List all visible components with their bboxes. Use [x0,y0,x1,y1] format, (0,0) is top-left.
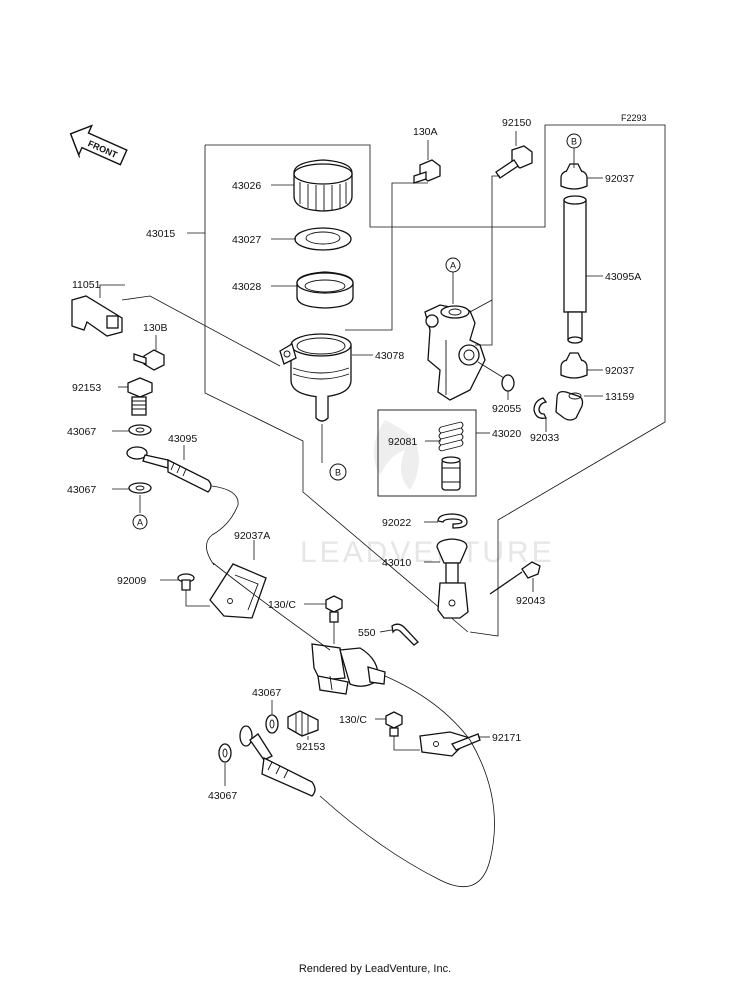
label-130A: 130A [413,126,438,138]
ref-marker-b-top: B [566,133,582,149]
part-92043-pin [489,561,541,595]
part-lower-junction [311,643,386,695]
label-43095A: 43095A [605,271,641,283]
ref-marker-a-left-label: A [137,518,143,528]
label-43027: 43027 [232,234,261,246]
ref-marker-b-bottom: B [329,463,347,481]
leader-lines [99,131,603,786]
label-92153-lower: 92153 [296,741,325,753]
part-43095-hose-upper [126,446,239,566]
part-13159-elbow [555,390,584,421]
ref-marker-b-top-label: B [571,137,577,147]
label-43015: 43015 [146,228,175,240]
label-43026: 43026 [232,180,261,192]
diagram-code: F2293 [621,113,647,123]
part-92153-bolt-upper [127,377,153,416]
part-92009-screw [177,573,195,591]
label-92055: 92055 [492,403,521,415]
front-arrow-icon: FRONT [69,124,128,166]
label-43067-1: 43067 [67,426,96,438]
label-43078: 43078 [375,350,404,362]
part-labels: 130A 92150 43026 43015 43027 43028 11051… [67,117,641,802]
part-130A-bolt [413,159,441,184]
label-11051: 11051 [72,279,101,291]
part-92081-spring [438,421,464,452]
label-130B: 130B [143,322,168,334]
part-43067-washer-2 [128,482,152,494]
watermark: LEADVENTURE [300,420,555,569]
label-13159: 13159 [605,391,634,403]
part-92037-clamp-bottom [560,352,588,379]
part-92033-circlip [533,397,548,419]
label-92033: 92033 [530,432,559,444]
label-130C-2: 130/C [339,714,367,726]
part-92022-circlip [437,513,468,529]
part-92171-bracket [419,731,481,757]
ref-marker-a-left: A [132,514,148,530]
label-92037-top: 92037 [605,173,634,185]
label-43067-3: 43067 [252,687,281,699]
part-92055-oring [501,374,515,392]
label-92037A: 92037A [234,530,270,542]
label-92153-upper: 92153 [72,382,101,394]
label-130C-1: 130/C [268,599,296,611]
part-130B-bolt [133,349,165,371]
part-43010-pushrod [436,538,469,619]
label-43067-2: 43067 [67,484,96,496]
label-550: 550 [358,627,376,639]
ref-marker-b-bottom-label: B [335,468,341,478]
ref-marker-a-top-label: A [450,261,456,271]
label-43028: 43028 [232,281,261,293]
part-11051-bracket [71,295,123,337]
part-43067-washer-3 [265,714,279,734]
label-43095: 43095 [168,433,197,445]
part-43028-diaphragm [296,271,354,309]
label-92171: 92171 [492,732,521,744]
part-130C-bolt-1 [325,595,343,623]
part-43095A-hose [563,195,587,344]
part-92037-clamp-top [560,163,588,190]
label-43067-4: 43067 [208,790,237,802]
label-43010: 43010 [382,557,411,569]
part-43026-cap [293,159,353,212]
label-92043: 92043 [516,595,545,607]
label-92037-bottom: 92037 [605,365,634,377]
part-43067-washer-4 [218,743,232,763]
part-550-cotter-pin [391,623,419,646]
label-92009: 92009 [117,575,146,587]
part-130C-bolt-2 [385,711,403,737]
part-43027-plate [294,227,352,251]
part-92150-bolt [495,145,533,179]
label-92081: 92081 [388,436,417,448]
ref-marker-a-top: A [445,257,461,273]
footer-credit: Rendered by LeadVenture, Inc. [298,963,452,975]
part-master-cylinder-body [424,304,486,401]
part-92037A-bracket [209,563,267,619]
part-92153-bolt-lower [287,710,319,737]
part-43078-reservoir [279,333,352,422]
label-92150: 92150 [502,117,531,129]
label-43020: 43020 [492,428,521,440]
watermark-text: LEADVENTURE [300,536,555,569]
kit-43020-box [377,409,477,497]
part-43067-washer-1 [128,424,152,436]
label-92022: 92022 [382,517,411,529]
part-43020-piston [441,456,461,491]
assembly-43015-frame [187,124,666,637]
part-hose-lower [239,725,316,797]
